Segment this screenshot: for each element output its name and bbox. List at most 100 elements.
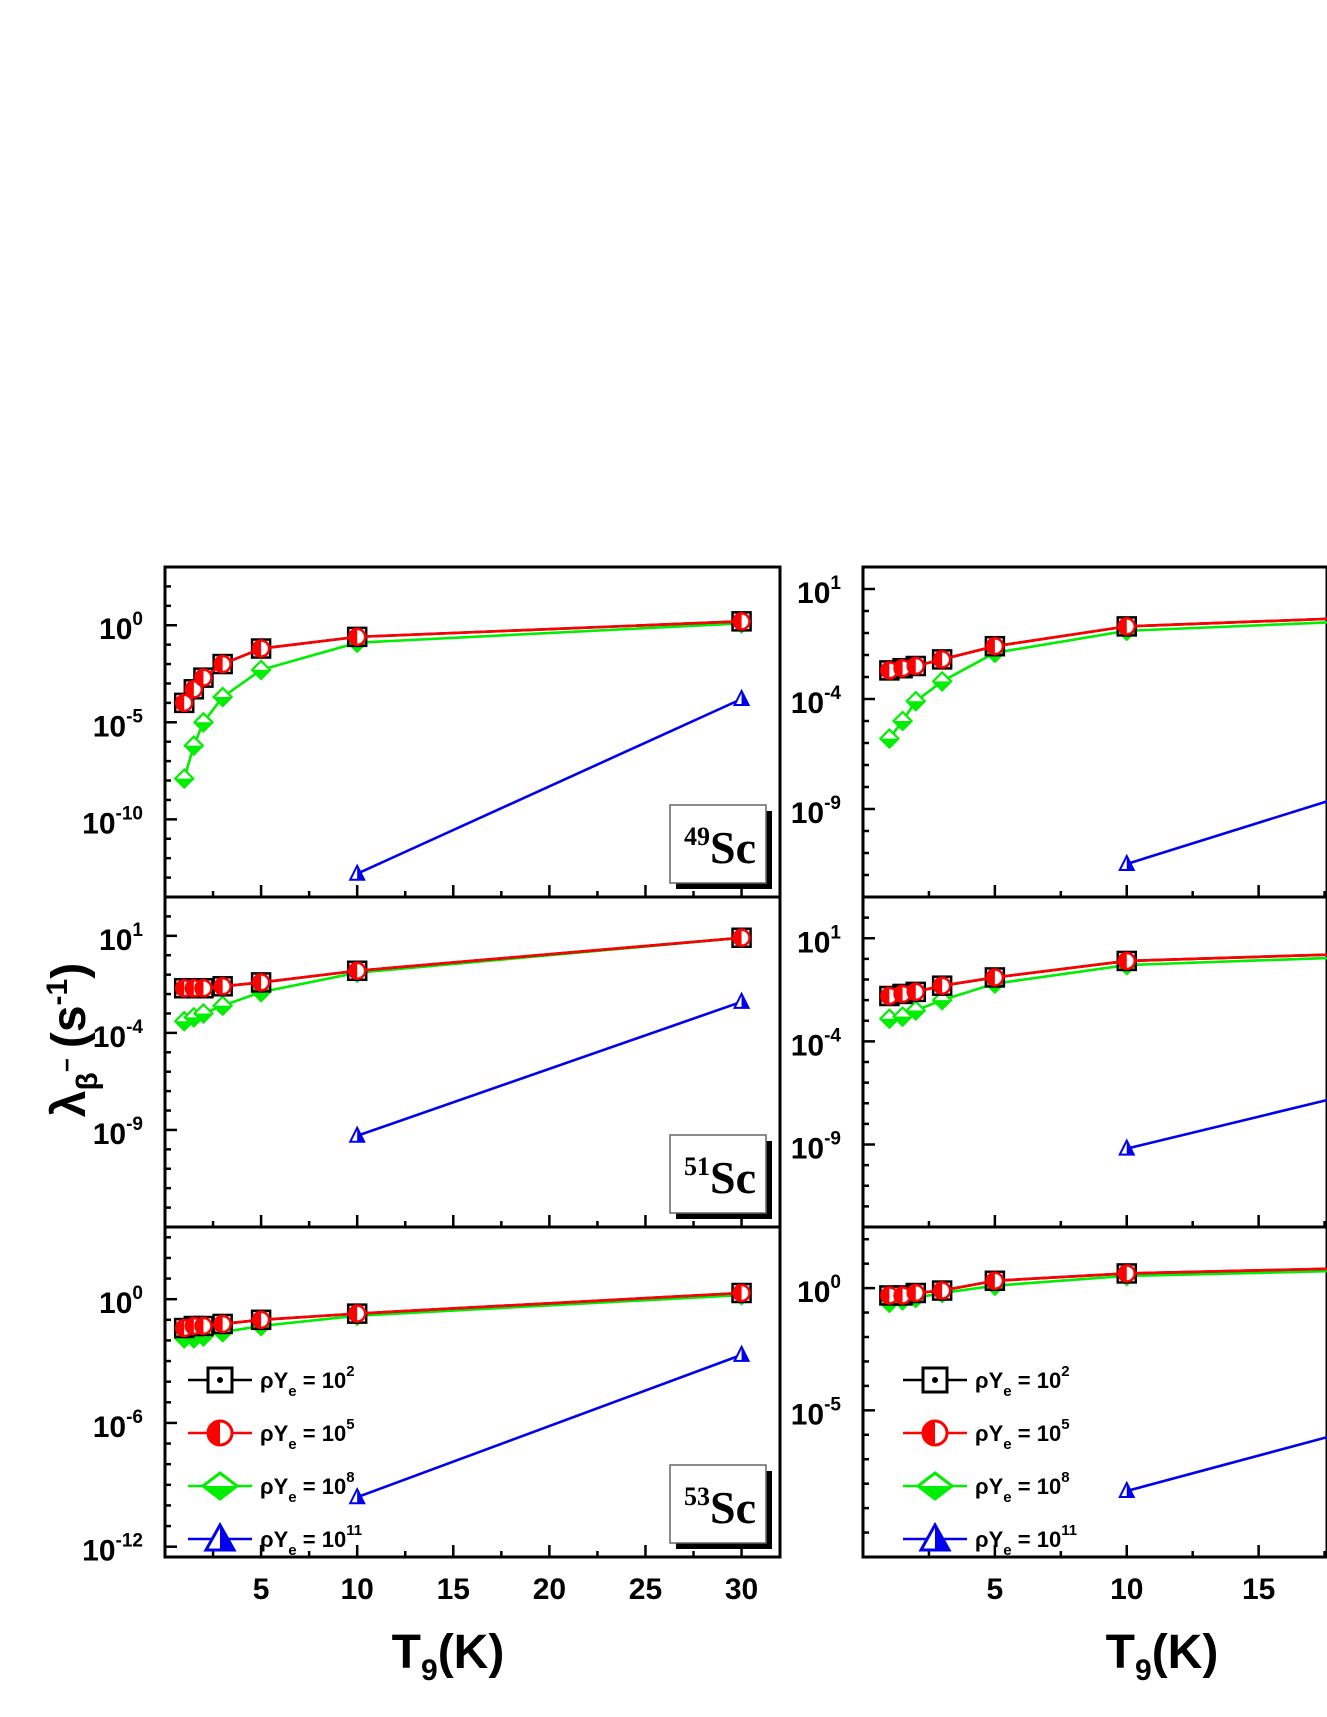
marker-s3-1-fill (741, 691, 749, 705)
y-tick-label: 101 (797, 573, 841, 610)
marker-s1-3-fill (934, 977, 943, 994)
y-tick-label: 10-4 (791, 1025, 842, 1062)
marker-s1-0-fill (881, 988, 890, 1004)
y-tick-label: 10-9 (93, 1114, 143, 1151)
x-tick-label: 25 (629, 1573, 662, 1606)
marker-s1-5-fill (1118, 952, 1127, 969)
x-tick-label: 5 (987, 1573, 1004, 1606)
series-line-1 (889, 953, 1327, 998)
marker-s2-0-fill (175, 778, 194, 788)
legend-label: ρYe = 105 (260, 1416, 355, 1453)
series-line-3 (1126, 1435, 1327, 1493)
y-tick-label: 10-4 (791, 683, 842, 720)
y-tick-label: 101 (99, 920, 143, 957)
series-line-3 (1126, 1098, 1327, 1150)
marker-s1-3-fill (214, 656, 223, 673)
marker-s1-6-fill (733, 1285, 742, 1301)
marker-s1-4-fill (986, 638, 995, 655)
marker-s2-3-fill (933, 1000, 952, 1010)
marker-s1-5-fill (349, 628, 358, 645)
marker-s2-1-fill (893, 1016, 912, 1026)
marker-s1-0-fill (881, 662, 890, 679)
marker-s3-0-fill (357, 865, 365, 880)
marker-s1-1-fill (894, 660, 903, 677)
marker-s1-3-fill (214, 1315, 223, 1332)
marker-s2-2-fill (906, 1010, 925, 1020)
series-group (173, 1282, 753, 1505)
marker-s2-1-fill (184, 1017, 203, 1027)
marker-s1-5-fill (349, 1305, 358, 1322)
panel-frame (861, 895, 1327, 1229)
x-tick-label: 15 (437, 1573, 470, 1606)
marker-s3-1-fill (741, 993, 749, 1008)
legend-label: ρYe = 1011 (260, 1522, 362, 1559)
marker-s2-3-fill (933, 681, 952, 691)
series-line-3 (356, 1353, 743, 1499)
marker-s2-3-fill (213, 1005, 232, 1015)
marker-s1-6-fill (733, 613, 742, 630)
marker-s1-1-fill (185, 980, 194, 997)
legend-marker-triangle-fill (220, 1525, 234, 1550)
marker-s1-4-fill (253, 640, 262, 657)
marker-s1-4-fill (986, 969, 995, 986)
series-line-3 (1126, 800, 1327, 866)
series-line-3 (356, 697, 743, 875)
series-line-0 (889, 953, 1327, 998)
marker-s2-0-fill (175, 1021, 194, 1031)
marker-s1-0-fill (881, 1287, 890, 1304)
y-tick-label: 10-5 (791, 1394, 842, 1431)
series-line-0 (889, 617, 1327, 672)
marker-s2-3-fill (213, 1332, 232, 1342)
x-axis-title-right: T9(K) (1106, 1626, 1219, 1687)
legend-marker-diamond-fill (918, 1486, 952, 1499)
y-tick-label: 10-12 (82, 1531, 143, 1568)
legend-label: ρYe = 102 (975, 1363, 1070, 1400)
marker-s2-2-fill (194, 1336, 213, 1346)
marker-s1-0-fill (176, 1320, 185, 1337)
legend-marker-circle-fill (923, 1421, 935, 1445)
marker-s1-2-fill (195, 980, 204, 997)
marker-s1-4-fill (253, 1311, 262, 1328)
series-line-3 (356, 1000, 742, 1137)
x-tick-label: 10 (1110, 1573, 1143, 1606)
marker-s1-5-fill (349, 962, 358, 979)
marker-s2-2-fill (906, 701, 925, 711)
x-axis-title-left: T9(K) (392, 1626, 505, 1687)
series-group (173, 611, 753, 881)
y-tick-label: 10-5 (93, 706, 144, 743)
series-group (173, 927, 753, 1143)
y-tick-label: 10-4 (93, 1017, 144, 1054)
nucleus-box (669, 804, 767, 884)
marker-s3-0-fill (357, 1489, 365, 1504)
series-group (878, 1263, 1327, 1498)
marker-s1-1-fill (185, 681, 194, 698)
marker-s3-0-fill (1126, 856, 1134, 870)
panel-frame (861, 1225, 1327, 1559)
marker-s2-2-fill (194, 722, 213, 732)
series-line-1 (889, 617, 1327, 672)
x-tick-label: 30 (725, 1573, 758, 1606)
nucleus-label: 51Sc (684, 1152, 756, 1203)
legend-marker-circle-fill (208, 1421, 220, 1445)
legend-marker-triangle-fill (935, 1525, 949, 1550)
legend-marker-diamond-fill (203, 1486, 237, 1499)
x-tick-label: 20 (533, 1573, 566, 1606)
marker-s2-1-fill (893, 721, 912, 730)
nucleus-label: 49Sc (684, 822, 756, 873)
legend-marker-dot (217, 1377, 223, 1383)
marker-s1-3-fill (214, 978, 223, 995)
nucleus-box (669, 1464, 767, 1544)
legend-label: ρYe = 105 (975, 1416, 1070, 1453)
marker-s3-1-fill (741, 1346, 749, 1361)
marker-s2-4-fill (252, 992, 271, 1002)
marker-s1-2-fill (195, 1318, 204, 1334)
marker-s2-1-fill (184, 745, 203, 755)
marker-s3-0-fill (1126, 1140, 1134, 1155)
y-tick-label: 100 (99, 1283, 143, 1320)
marker-s1-6-fill (733, 929, 742, 946)
